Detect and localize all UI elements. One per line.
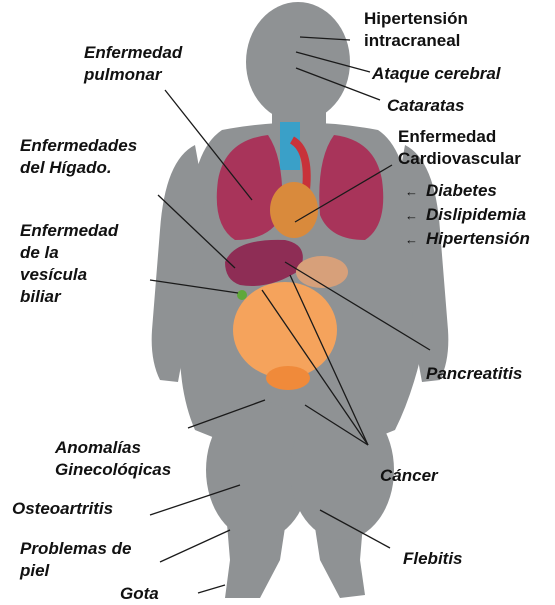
label-ataque-cerebral: Ataque cerebral	[372, 63, 501, 85]
label-gota: Gota	[120, 583, 159, 605]
label-vesicula-biliar: Enfermedad de la vesícula biliar	[20, 220, 118, 308]
stomach	[296, 256, 348, 288]
label-problemas-piel: Problemas de piel	[20, 538, 132, 582]
label-cataratas: Cataratas	[387, 95, 465, 117]
label-enfermedad-pulmonar: Enfermedad pulmonar	[84, 42, 182, 86]
label-anomalias-ginecologicas: Anomalías Ginecolóqicas	[55, 437, 171, 481]
label-pancreatitis: Pancreatitis	[426, 363, 522, 385]
arrow-left-icon: ←	[405, 184, 418, 199]
arrow-left-icon: ←	[405, 208, 418, 223]
bladder	[266, 366, 310, 390]
label-flebitis: Flebitis	[403, 548, 463, 570]
label-hipertension-intracraneal: Hipertensión intracraneal	[364, 8, 468, 52]
label-dislipidemia: ←Dislipidemia	[405, 204, 526, 227]
heart	[270, 182, 318, 238]
label-enfermedad-cardiovascular: Enfermedad Cardiovascular	[398, 126, 521, 170]
right-thigh	[290, 400, 394, 540]
label-hipertension: ←Hipertensión	[405, 228, 530, 251]
arrow-left-icon: ←	[405, 232, 418, 247]
label-enfermedades-higado: Enfermedades del Hígado.	[20, 135, 137, 179]
gallbladder	[237, 290, 247, 300]
label-cancer: Cáncer	[380, 465, 438, 487]
intestines	[233, 282, 337, 378]
label-diabetes: ←Diabetes	[405, 180, 497, 203]
label-osteoartritis: Osteoartritis	[12, 498, 113, 520]
